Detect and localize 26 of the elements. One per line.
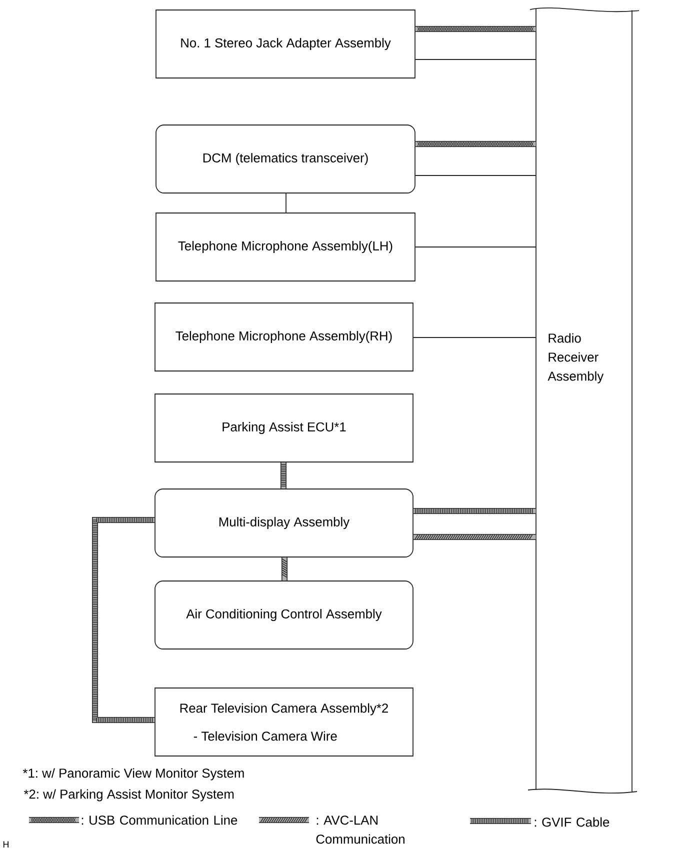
wire-line — [415, 59, 536, 60]
component-box: Rear Television Camera Assembly*2 - Television Camera Wire — [154, 688, 414, 756]
figure-code: H — [3, 841, 8, 848]
wire-line — [415, 246, 536, 248]
component-box: Air Conditioning Control Assembly — [154, 580, 414, 650]
legend-text: : AVC-LAN Communication — [316, 816, 404, 844]
avc-lan-cable — [413, 534, 536, 540]
legend-text: : GVIF Cable — [534, 817, 610, 827]
component-box: Telephone Microphone Assembly(RH) — [154, 302, 414, 372]
component-box: No. 1 Stereo Jack Adapter Assembly — [156, 10, 416, 78]
component-box: Radio Receiver Assembly — [528, 8, 640, 794]
avc-lan-cable — [282, 557, 288, 581]
wire-line — [413, 337, 536, 338]
gvif-cable — [92, 517, 155, 723]
component-box: DCM (telematics transceiver) — [156, 124, 416, 194]
wire-line — [415, 175, 536, 176]
footnote-text: *2: w/ Parking Assist Monitor System — [24, 789, 234, 802]
usb-cable — [415, 26, 536, 32]
gvif-cable — [280, 462, 286, 489]
component-box: Telephone Microphone Assembly(LH) — [156, 212, 416, 282]
usb-cable — [415, 141, 536, 147]
footnote-text: *1: w/ Panoramic View Monitor System — [22, 768, 244, 780]
gvif-cable — [413, 508, 536, 514]
component-box: Parking Assist ECU*1 — [154, 394, 414, 462]
component-box: Multi-display Assembly — [154, 488, 414, 558]
legend-text: : USB Communication Line — [82, 815, 238, 825]
